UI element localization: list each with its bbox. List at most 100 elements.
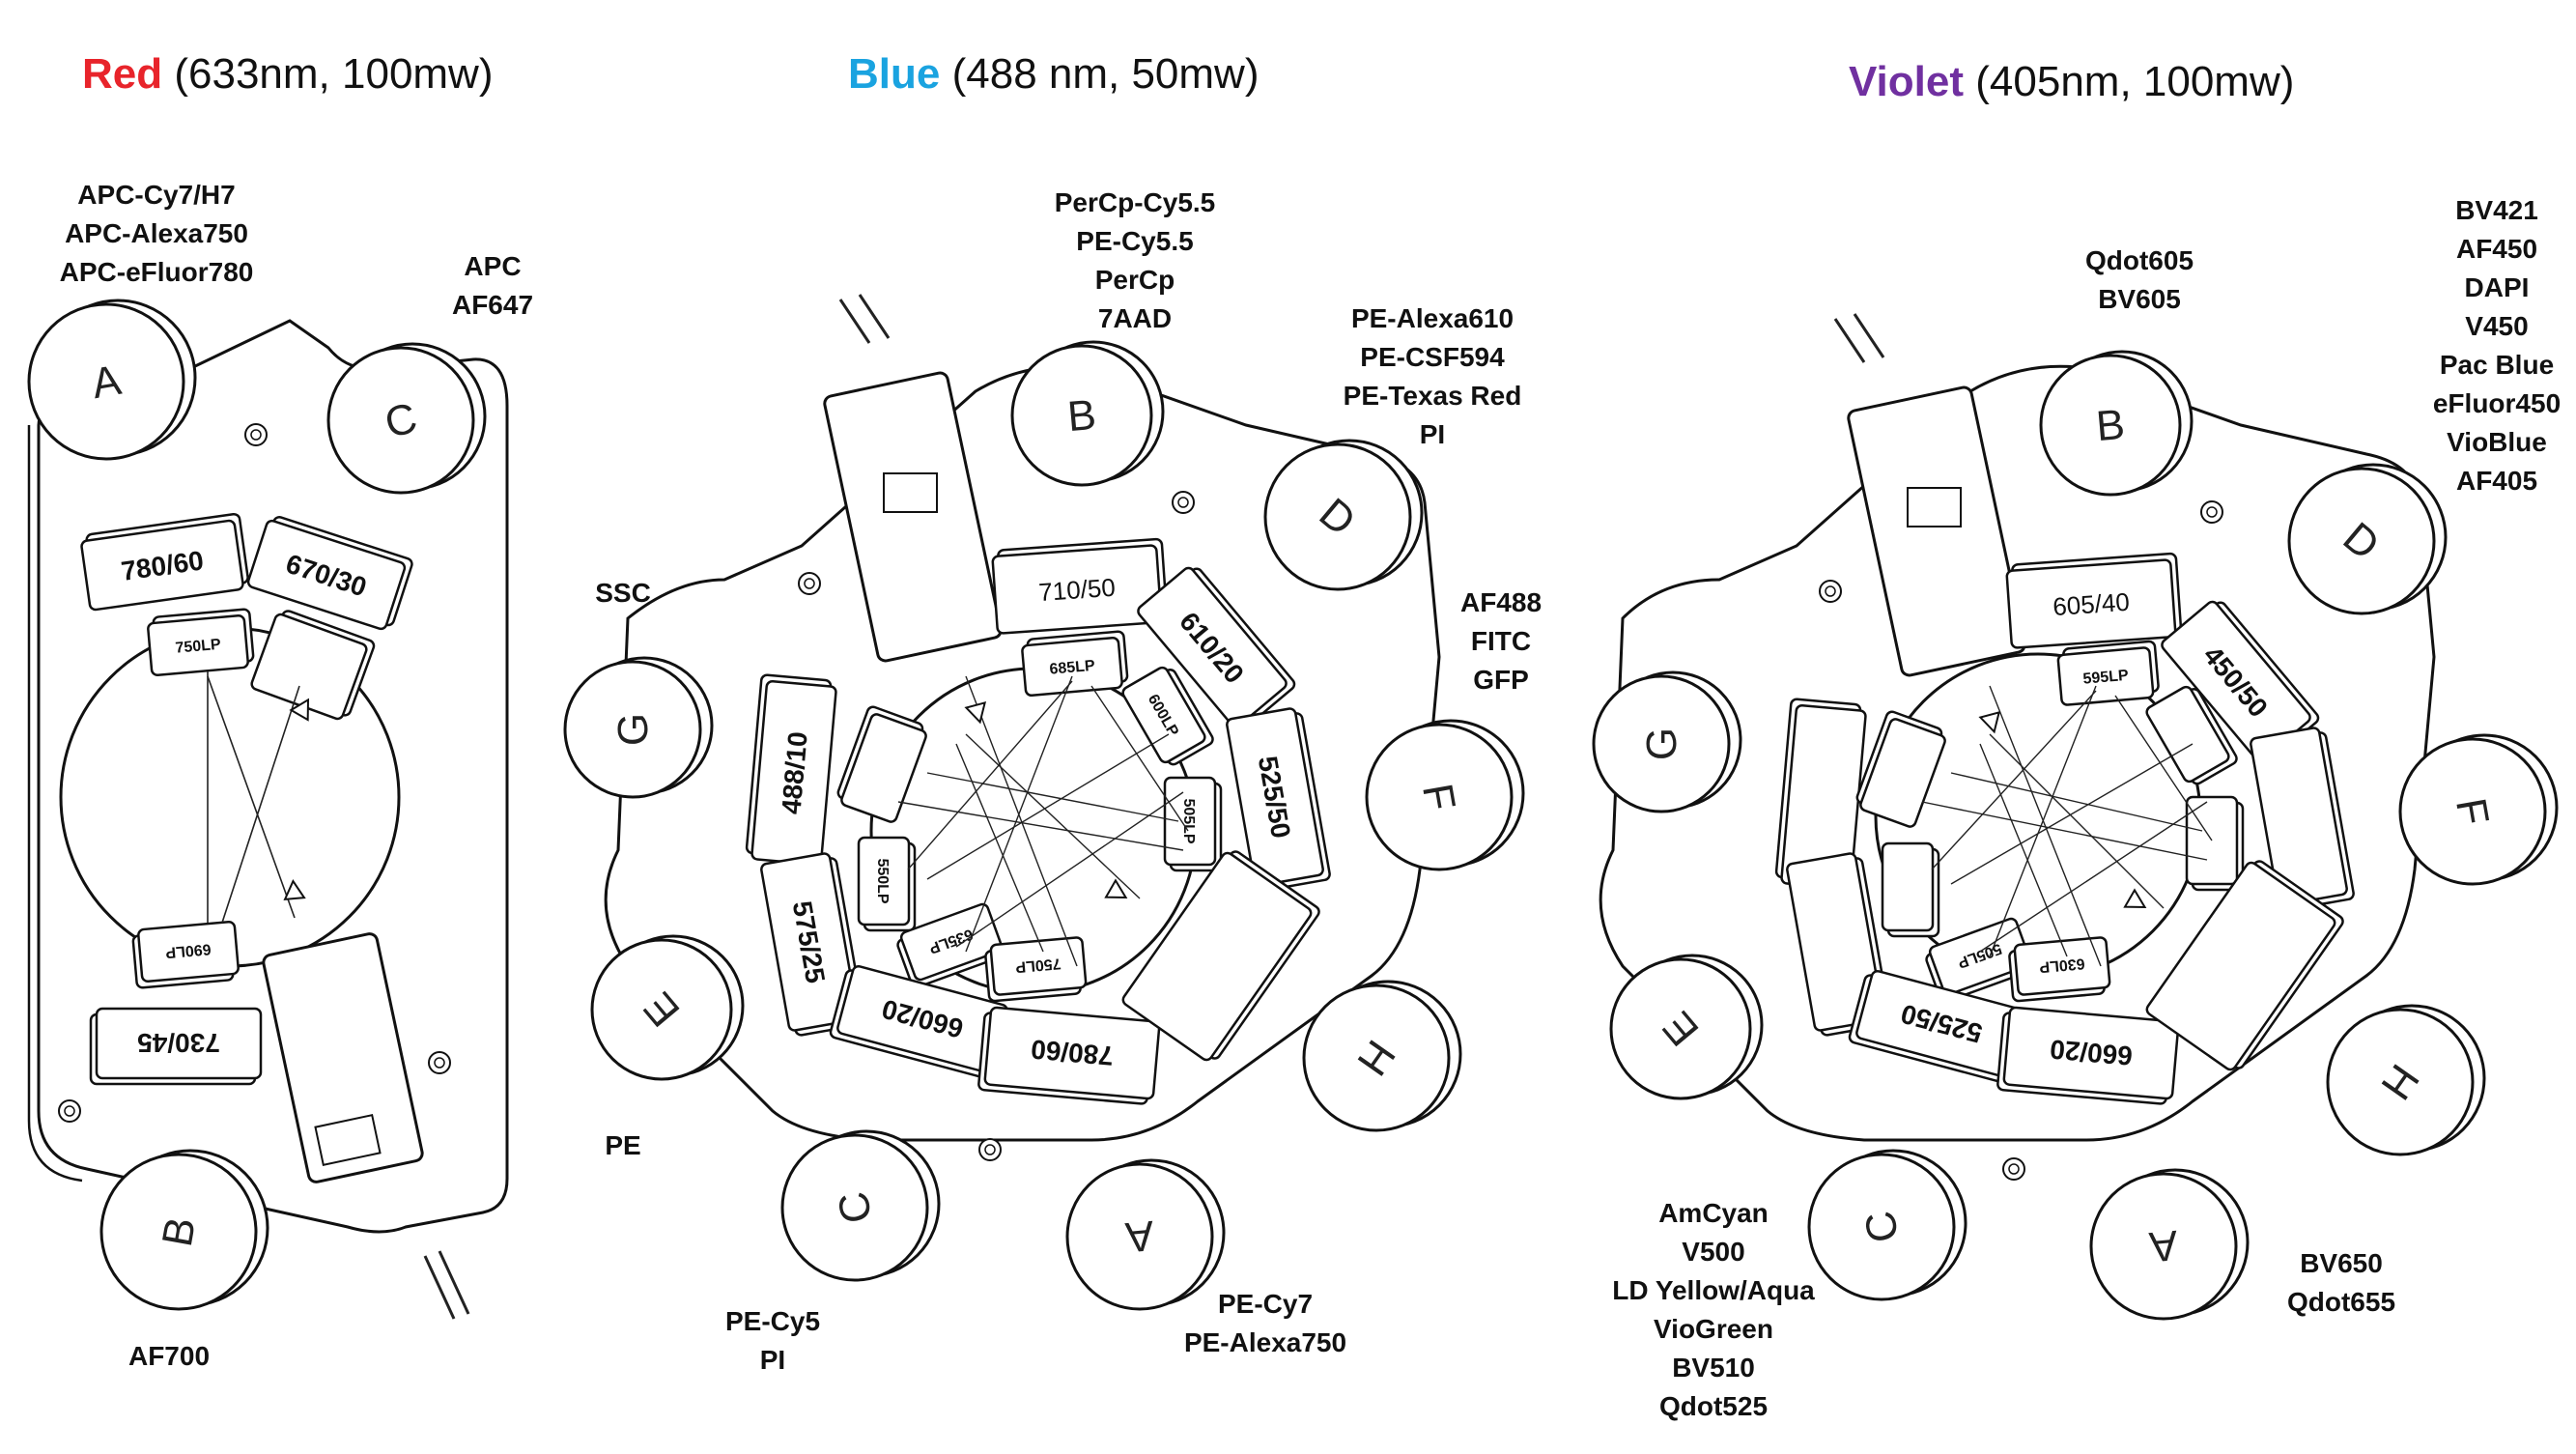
light-path-arrow [1978, 711, 2001, 734]
arrowhead [964, 701, 987, 725]
blue-filter-505lp: 505LP [1163, 776, 1223, 872]
violet-filter-505lp: 505LP [1925, 917, 2032, 1003]
red-laser-input-block [262, 932, 424, 1183]
filter-face [1121, 851, 1313, 1062]
blue-detector-a: A [1065, 1158, 1226, 1311]
light-path-line [1090, 685, 1189, 832]
violet-detector-e: E [1609, 954, 1764, 1100]
red-laser-spec: (633nm, 100mw) [174, 50, 494, 98]
light-path-line [1989, 733, 2165, 909]
light-path-arrow [1104, 878, 1128, 899]
filter-face [1121, 666, 1206, 764]
violet-laser-title: Violet (405nm, 100mw) [1849, 58, 2294, 106]
filter-face [147, 613, 249, 677]
filter-face [1137, 566, 1288, 728]
fluorochrome-name: AF405 [2455, 466, 2538, 496]
light-path-line [1979, 743, 2068, 957]
fluorochrome-name: PerCp [1094, 265, 1175, 295]
fluorochrome-name: BV510 [1672, 1353, 1755, 1383]
light-path-line [965, 733, 1141, 899]
detector-face [563, 660, 702, 799]
violet-mirror-blank-3 [1855, 710, 1946, 828]
violet-filter-blank-f [2250, 727, 2355, 911]
fluorochrome-name: PE-Alexa610 [1350, 303, 1514, 333]
detector-face [326, 346, 475, 495]
red-detector-b: B [99, 1149, 269, 1311]
filter-face [983, 1006, 1161, 1100]
fluorochrome-name: PerCp-Cy5.5 [1054, 187, 1216, 217]
light-path-line [1979, 801, 2208, 953]
violet-filter-605-40: 605/40 [2005, 552, 2182, 649]
screw-head [244, 423, 268, 446]
light-path-line [2114, 695, 2213, 841]
filter-face [2145, 861, 2336, 1071]
filter-face [1786, 852, 1884, 1032]
red-mirror-blank [250, 610, 376, 721]
fluorochrome-name: V450 [2465, 311, 2529, 341]
detector-face [99, 1153, 258, 1311]
violet-detector-d: D [2287, 463, 2448, 615]
fluorochrome-name: BV421 [2455, 195, 2538, 225]
screw-slot [1177, 497, 1189, 508]
screw-icon [2002, 1157, 2025, 1181]
fluorochrome-name: AF488 [1459, 587, 1543, 617]
fluorochrome-name: AF647 [451, 290, 534, 320]
red-laser-title: Red (633nm, 100mw) [82, 50, 494, 99]
blue-laser-connector [883, 472, 938, 513]
blue-detector-c: C [780, 1129, 941, 1282]
screw-icon [978, 1138, 1002, 1161]
screw-slot [434, 1057, 445, 1069]
filter-face [250, 613, 368, 721]
fluorochrome-name: PI [759, 1345, 786, 1375]
filter-face [137, 920, 240, 984]
filter-label: 595LP [2082, 668, 2130, 688]
detector-face [1263, 442, 1412, 591]
fluorochrome-name: PE-Alexa750 [1183, 1327, 1347, 1357]
light-path-line [965, 675, 1078, 967]
filter-face [760, 852, 859, 1032]
screw-head [1819, 580, 1842, 603]
fluorochrome-name: Qdot605 [2084, 245, 2194, 275]
detector-letter: B [1065, 391, 1098, 441]
detector-face [1365, 723, 1514, 871]
blue-laser-input-block [823, 371, 1003, 663]
detector-face [2398, 737, 2547, 886]
filter-face [1859, 718, 1946, 828]
red-filter-690lp: 690LP [131, 920, 240, 989]
red-laser-color-word: Red [82, 50, 163, 98]
screw-slot [1825, 585, 1836, 597]
fluorochrome-name: PE-Cy5.5 [1076, 226, 1194, 256]
violet-mirror-blank-2 [2185, 795, 2245, 892]
detector-face [27, 302, 185, 461]
filter-label: 550LP [874, 858, 891, 903]
screw-icon [58, 1099, 81, 1123]
screw-icon [2200, 500, 2223, 524]
screw-head [2200, 500, 2223, 524]
violet-filter-630lp: 630LP [2008, 936, 2111, 1003]
screw-slot [984, 1144, 996, 1155]
filter-label: 488/10 [776, 730, 812, 815]
arrowhead [1104, 878, 1128, 899]
filter-label: 505LP [1180, 798, 1197, 843]
violet-fiber-line [1833, 318, 1866, 363]
filter-face [2002, 1006, 2180, 1100]
violet-block-blank [2145, 860, 2344, 1071]
fluorochrome-name: PE-Cy5 [724, 1306, 821, 1336]
violet-mirror-blank-4 [1881, 841, 1940, 938]
violet-detector-a: A [2089, 1168, 2250, 1321]
light-path-line [1989, 685, 2097, 957]
detector-face [2089, 1172, 2238, 1321]
blue-filter-710-50: 710/50 [991, 537, 1168, 635]
light-path-line [926, 772, 1179, 822]
blue-filter-575-25: 575/25 [760, 852, 865, 1037]
blue-filter-660-20: 660/20 [829, 964, 1008, 1078]
filter-label: 685LP [1049, 658, 1096, 678]
light-path-line [955, 743, 1044, 953]
light-path-line [207, 675, 296, 919]
screw-head [2002, 1157, 2025, 1181]
light-path-arrow [2123, 888, 2147, 909]
light-path-arrow [964, 701, 987, 725]
